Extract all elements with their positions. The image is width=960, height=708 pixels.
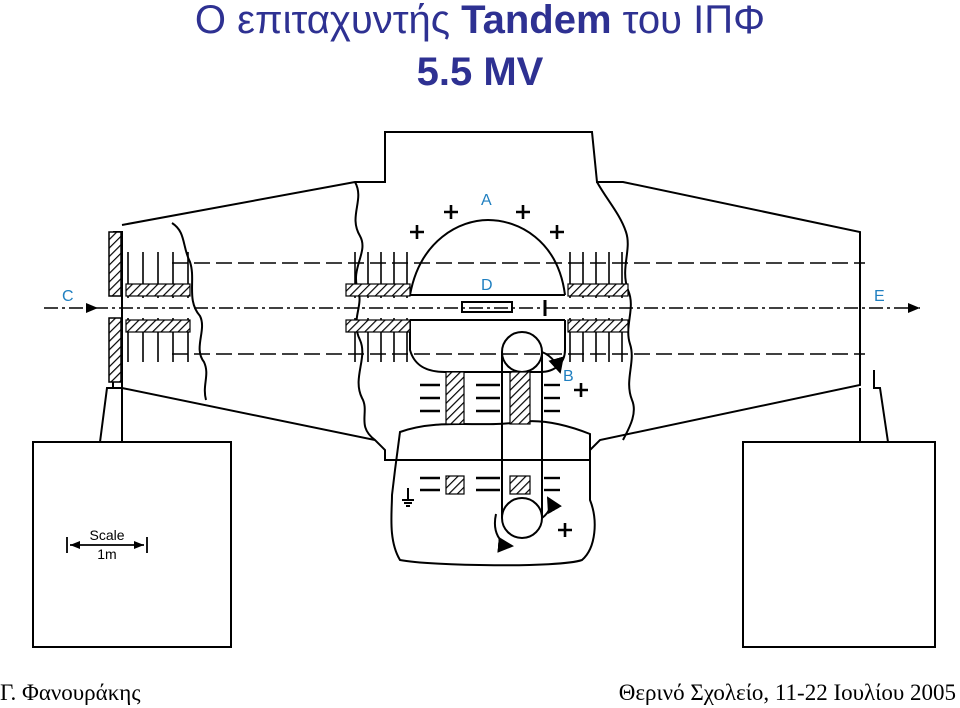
- scale-arrow-left: [70, 541, 80, 549]
- lower-vessel-cutaway: [390, 420, 596, 567]
- belt-arrow-top: [541, 351, 564, 374]
- ground-pulley: [501, 497, 543, 539]
- column-post-left: [445, 371, 465, 425]
- center-right-column-electrodes: [569, 252, 623, 362]
- scale-arrow-right: [134, 541, 144, 549]
- beam-out-arrow: [908, 303, 920, 313]
- center-right-tube-lower: [567, 319, 629, 333]
- label-b: B: [563, 368, 574, 385]
- center-left-column-electrodes: [354, 252, 408, 362]
- left-plate-lower: [108, 317, 122, 383]
- charge-plus-signs: [410, 205, 588, 537]
- center-right-tube-upper: [567, 283, 629, 297]
- ground-symbol: [402, 488, 414, 507]
- scale-label: Scale: [89, 527, 124, 543]
- stripper-box: [461, 301, 513, 313]
- left-tube-lower: [125, 319, 191, 333]
- belt-arrow-right: [541, 496, 562, 519]
- page-title-line2: 5.5 MV: [416, 50, 544, 94]
- column-post-right: [509, 371, 531, 425]
- center-left-tube-lower: [345, 319, 411, 333]
- title-greek-b: του ΙΠΦ: [622, 0, 766, 42]
- title-latin: Tandem: [461, 0, 612, 42]
- beam-in-arrow: [86, 303, 98, 313]
- terminal-dome-top: [409, 218, 566, 296]
- footer-author: Γ. Φανουράκης: [0, 680, 141, 705]
- label-e: E: [874, 288, 885, 305]
- label-c: C: [62, 288, 74, 305]
- scale-bar: [66, 537, 148, 553]
- page-title-line1: Ο επιταχυντής Tandem του ΙΠΦ: [0, 0, 960, 44]
- title-greek-a: Ο επιταχυντής: [194, 0, 451, 42]
- center-left-break: [354, 181, 376, 441]
- right-support-block: [742, 441, 936, 648]
- right-leg: [859, 370, 889, 443]
- scale-length: 1m: [97, 546, 116, 562]
- belt-arrow-bottom: [494, 513, 514, 553]
- left-column-electrodes: [127, 252, 189, 362]
- left-support-block: [32, 441, 232, 648]
- label-a: A: [481, 192, 492, 209]
- center-left-tube-upper: [345, 283, 411, 297]
- tank-outline: [121, 131, 861, 461]
- left-broken-edge: [171, 222, 208, 401]
- left-plate-upper: [108, 231, 122, 297]
- footer-event: Θερινό Σχολείο, 11-22 Ιουλίου 2005: [618, 680, 956, 705]
- center-right-break: [596, 181, 635, 441]
- column-post-left-lower: [445, 475, 465, 495]
- label-d: D: [481, 277, 493, 294]
- column-post-right-lower: [509, 475, 531, 495]
- left-tube-upper: [125, 283, 191, 297]
- terminal-pulley: [501, 331, 543, 373]
- vertical-column-electrodes: [420, 383, 560, 492]
